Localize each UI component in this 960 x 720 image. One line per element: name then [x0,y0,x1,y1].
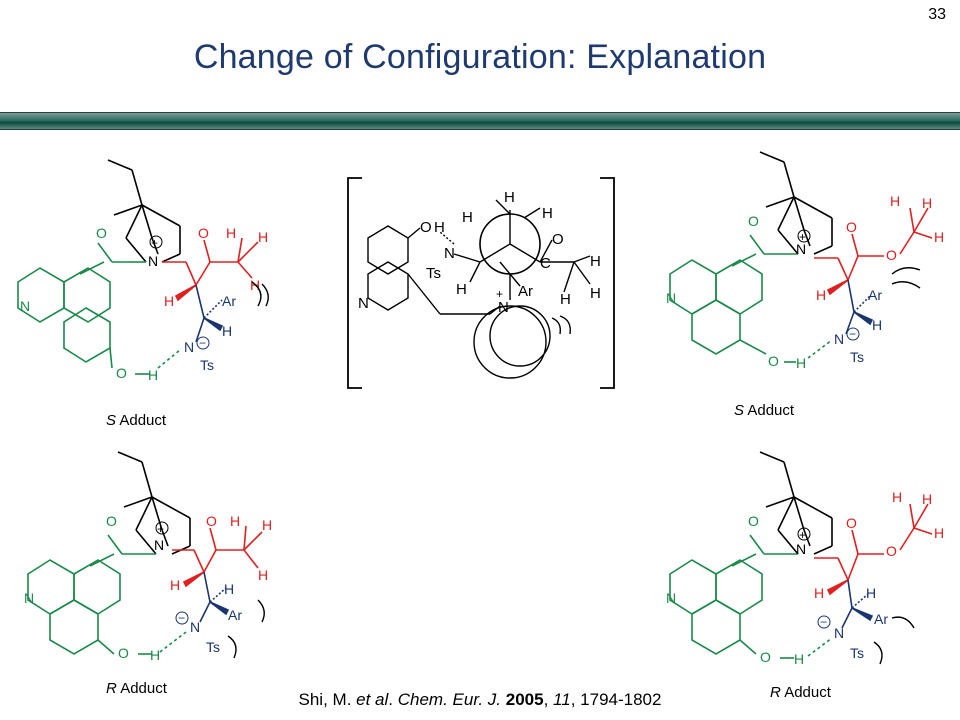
atom-label: H [434,219,445,236]
atom-label: Ar [518,283,533,300]
atom-label: N [444,245,455,262]
atom-label: N [498,299,509,316]
r-adduct-ketone-structure: N O O H N + O H H H H H Ar N [24,451,272,663]
atom-label: H [590,285,601,302]
adduct-label-s-top-right: S Adduct [734,402,795,419]
atom-label: N [184,339,194,355]
atom-label: H [226,225,236,241]
charge-label: − [849,327,856,341]
atom-label: Ar [874,611,888,627]
atom-label: Ts [206,639,220,655]
atom-label: O [198,225,209,241]
atom-label: O [552,231,564,248]
atom-label: H [814,585,824,601]
charge-label: + [799,230,806,244]
atom-label: H [794,651,804,667]
atom-label: O [96,225,107,241]
atom-label: O [846,515,857,531]
atom-label: N [190,619,200,635]
atom-label: H [456,281,467,298]
adduct-label-r-bottom-left: R Adduct [106,680,167,697]
atom-label: Ts [200,357,214,373]
atom-label: O [768,353,779,369]
atom-label: Ar [222,293,236,309]
atom-label: H [590,253,601,270]
atom-label: O [886,543,897,559]
atom-label: Ar [868,287,882,303]
atom-label: N [148,253,158,269]
atom-label: H [170,577,180,593]
charge-label: + [496,287,503,301]
citation: Shi, M. et al. Chem. Eur. J. 2005, 11, 1… [298,690,662,709]
slide-title: Change of Configuration: Explanation [193,38,767,76]
atom-label: N [24,590,34,606]
atom-label: H [934,229,944,245]
adduct-label-r-bottom-right: R Adduct [770,684,831,701]
atom-label: O [846,219,857,235]
atom-label: H [504,189,515,206]
atom-label: O [206,513,217,529]
atom-label: H [222,323,232,339]
atom-label: N [796,541,806,557]
atom-label: H [224,581,234,597]
charge-label: − [199,336,206,350]
atom-label: O [118,645,129,661]
atom-label: H [560,291,571,308]
atom-label: H [542,205,553,222]
atom-label: H [816,287,826,303]
atom-label: Ts [850,349,864,365]
charge-label: − [820,615,827,629]
atom-label: Ts [426,265,441,282]
atom-label: O [886,247,897,263]
atom-label: H [262,517,272,533]
atom-label: N [20,298,30,314]
atom-label: N [834,625,844,641]
atom-label: H [258,229,268,245]
atom-label: N [666,290,676,306]
atom-label: O [106,513,117,529]
atom-label: H [462,209,473,226]
atom-label: H [872,317,882,333]
atom-label: H [230,513,240,529]
svg-text:C: C [540,255,551,272]
atom-label: O [760,649,771,665]
atom-label: H [148,367,158,383]
atom-label: H [796,355,806,371]
atom-label: H [150,647,160,663]
atom-label: H [164,293,174,309]
newman-transition-state: O H N H H H O C H H H N Ts [347,177,615,389]
atom-label: H [258,567,268,583]
charge-label: + [151,236,158,250]
atom-label: H [890,193,900,209]
slide-number: 33 [928,6,946,23]
atom-label: Ar [228,607,242,623]
atom-label: O [116,365,127,381]
atom-label: N [154,537,164,553]
s-adduct-ester-structure: N O O H N + O O H H H H Ar [666,151,944,371]
adduct-label-s-top-left: S Adduct [106,412,167,429]
s-adduct-ketone-structure: N O O H N + O H H H H Ar H [17,159,269,383]
atom-label: H [922,195,932,211]
r-adduct-ester-structure: N O O H N + O O H H H H H [666,451,944,667]
atom-label: O [748,213,759,229]
atom-label: N [834,331,844,347]
atom-label: H [934,525,944,541]
title-divider-bar [0,112,960,130]
charge-label: + [157,522,164,536]
atom-label: N [796,241,806,257]
atom-label: H [892,489,902,505]
atom-label: O [420,219,432,236]
atom-label: Ts [850,645,864,661]
atom-label: N [358,295,369,312]
charge-label: − [178,611,185,625]
atom-label: H [922,491,932,507]
atom-label: N [666,590,676,606]
charge-label: + [799,528,806,542]
atom-label: O [748,513,759,529]
atom-label: H [866,585,876,601]
